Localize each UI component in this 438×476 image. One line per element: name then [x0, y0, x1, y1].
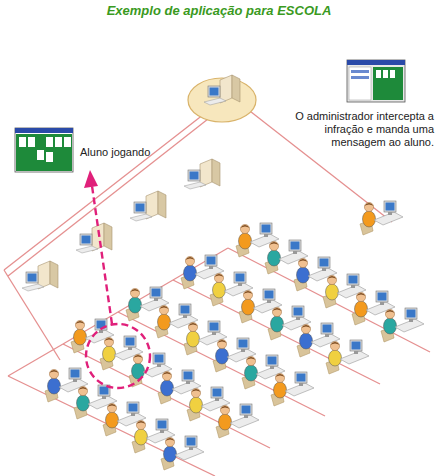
infraction-highlight	[86, 186, 150, 388]
students	[45, 223, 424, 470]
callout-text: Aluno jogando	[80, 146, 170, 159]
network-wires	[4, 100, 430, 476]
server	[188, 75, 256, 122]
callout-text: O administrador intercepta a infração e …	[282, 110, 434, 149]
arrow-head	[84, 170, 98, 188]
student-screen	[15, 128, 73, 172]
administrator	[360, 201, 403, 235]
diagram-title: Exemplo de aplicação para ESCOLA	[0, 3, 438, 18]
admin-screen	[347, 60, 405, 102]
